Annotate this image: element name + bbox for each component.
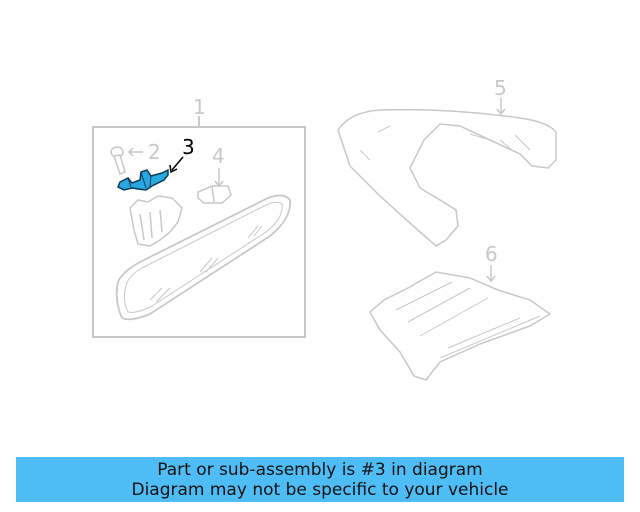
clip-part-4: [197, 168, 232, 204]
mirror-mount: [129, 195, 183, 247]
info-banner: Part or sub-assembly is #3 in diagram Di…: [16, 457, 624, 502]
callout-6: 6: [485, 242, 498, 266]
bracket-part-3: [117, 156, 184, 191]
banner-disclaimer: Diagram may not be specific to your vehi…: [131, 479, 509, 500]
panel-part-6: [369, 265, 552, 381]
screw-part-2: [110, 146, 143, 175]
callout-5: 5: [494, 76, 507, 100]
rearview-mirror: [115, 194, 292, 321]
banner-part-reference: Part or sub-assembly is #3 in diagram: [157, 459, 483, 480]
callout-3[interactable]: 3: [182, 135, 195, 159]
trim-part-5: [337, 98, 557, 247]
callout-2: 2: [148, 140, 161, 164]
diagram-drawing: [92, 98, 557, 381]
callout-4: 4: [212, 144, 225, 168]
callout-1: 1: [193, 95, 206, 119]
parts-diagram: 1 2 3 4 5 6: [92, 76, 557, 381]
